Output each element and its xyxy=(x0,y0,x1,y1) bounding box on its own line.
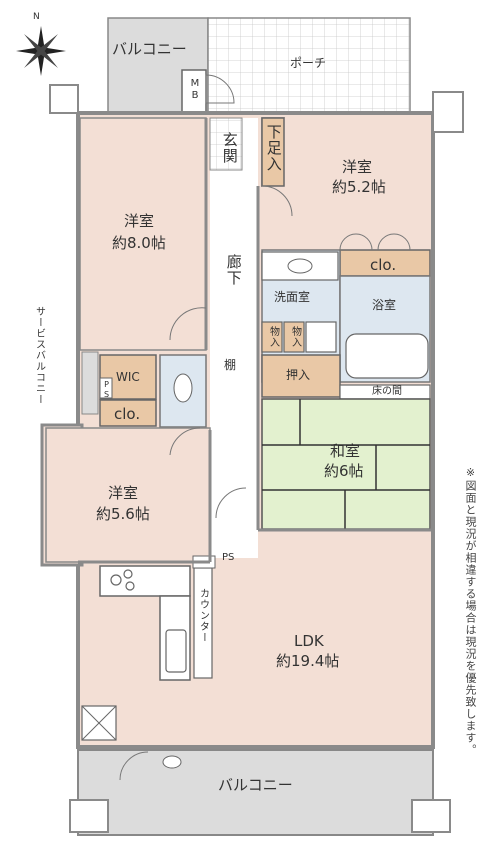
corner-pillar-tl xyxy=(49,84,79,114)
toilet-bowl xyxy=(173,373,193,403)
tokonoma-label: 床の間 xyxy=(372,386,402,397)
kitchen-sink xyxy=(165,629,187,673)
balcony-bottom-label: バルコニー xyxy=(218,776,293,794)
western3-size: 約5.6帖 xyxy=(96,505,150,523)
ldk-name: LDK xyxy=(294,632,324,650)
western1-name: 洋室 xyxy=(342,158,373,176)
balcony-bottom-area xyxy=(77,749,434,836)
mb-label: MB xyxy=(189,78,201,102)
counter-label: カウンター xyxy=(197,588,209,643)
clo2-box xyxy=(99,399,157,427)
hallway-floor xyxy=(210,118,258,558)
entrance-tile xyxy=(209,117,243,171)
service-balcony-area xyxy=(81,351,99,415)
washroom-label: 洗面室 xyxy=(274,290,311,304)
western3-floor xyxy=(45,427,211,563)
clo1-label: clo. xyxy=(370,256,397,274)
ps-small-box xyxy=(99,377,113,399)
storage-b-box xyxy=(283,321,305,353)
disclaimer-note: ※図面と現況が相違する場合は現況を優先致します。 xyxy=(464,466,477,756)
fridge-cross xyxy=(81,705,117,741)
clo1-box xyxy=(339,249,431,277)
door-swing xyxy=(261,185,293,217)
western1-size: 約5.2帖 xyxy=(332,178,386,196)
compass-icon xyxy=(16,26,66,76)
door-swing xyxy=(205,74,235,104)
entrance-label: 玄関 xyxy=(220,132,239,164)
japanese-room-floor xyxy=(261,398,431,530)
outdoor-faucet xyxy=(162,755,182,769)
western2-name: 洋室 xyxy=(124,212,155,230)
burner xyxy=(110,574,122,586)
wic-label: WIC xyxy=(116,370,140,384)
western2-floor xyxy=(79,117,207,351)
japanese-name: 和室 xyxy=(330,442,361,460)
service-balcony-label: サービスバルコニー xyxy=(33,306,45,405)
porch-label: ポーチ xyxy=(290,56,327,70)
toilet-room xyxy=(159,354,207,428)
clo2-label: clo. xyxy=(114,405,141,423)
storage-b-label: 物入 xyxy=(289,326,301,348)
corner-pillar-br xyxy=(411,799,451,833)
shelf-label: 棚 xyxy=(224,358,237,372)
porch-area xyxy=(207,17,411,114)
ldk-size: 約19.4帖 xyxy=(276,652,340,670)
door-swing xyxy=(339,233,411,251)
shoe-storage-overlay xyxy=(261,117,285,187)
balcony-top-label: バルコニー xyxy=(112,40,187,58)
western1-floor xyxy=(262,118,430,250)
washbasin-bowl xyxy=(287,258,313,274)
ps-small-label: PS xyxy=(102,380,111,400)
burner xyxy=(123,569,133,579)
door-swing xyxy=(215,487,247,519)
oshiire-label: 押入 xyxy=(286,368,311,382)
door-swing xyxy=(169,427,201,456)
corner-pillar-bl xyxy=(69,799,109,833)
washing-machine xyxy=(305,321,337,353)
western3-name: 洋室 xyxy=(108,484,139,502)
door-swing xyxy=(169,307,207,341)
storage-a-box xyxy=(261,321,283,353)
door-swing xyxy=(119,751,149,781)
corner-pillar-tr xyxy=(432,91,464,133)
storage-a-label: 物入 xyxy=(267,326,279,348)
japanese-size: 約6帖 xyxy=(324,462,364,480)
shoe-storage-label: 下足入 xyxy=(264,124,283,172)
burner xyxy=(125,581,135,591)
bathtub xyxy=(345,333,429,379)
hallway-label: 廊下 xyxy=(224,254,243,286)
bath-label: 浴室 xyxy=(372,298,397,312)
wic-box xyxy=(99,354,157,400)
western2-size: 約8.0帖 xyxy=(112,234,166,252)
ps-label: PS xyxy=(222,552,235,563)
compass-north-label: N xyxy=(33,12,40,22)
oshiire-box xyxy=(261,354,341,398)
